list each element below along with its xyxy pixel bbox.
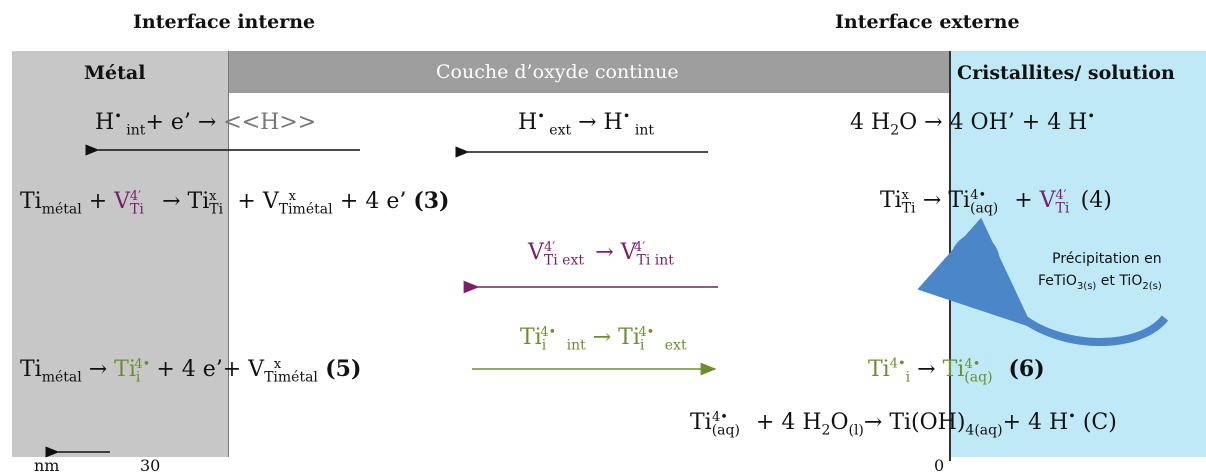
- oxide-layer-label: Couche d’oxyde continue: [436, 61, 679, 83]
- eq-water-reduction: 4 H2O → 4 OH’ + 4 H•: [850, 109, 1096, 139]
- axis-tick-30: 30: [140, 456, 161, 475]
- eq-c: Ti(aq)4•+ 4 H2O(l)→ Ti(OH)4(aq)+ 4 H• (C…: [690, 409, 1117, 439]
- eq-hydrogen-transport: H• ext → H• int: [518, 109, 654, 139]
- inner-interface-line: [228, 51, 229, 457]
- eq-5-label: (5): [325, 356, 362, 382]
- fetio3-text: FeTiO: [1038, 273, 1077, 289]
- metal-label: Métal: [84, 62, 146, 84]
- eq-c-label: (C): [1082, 410, 1117, 435]
- eq-vacancy-migration: VTi ext4′→ VTi int4′: [528, 239, 674, 269]
- precipitation-note-line1: Précipitation en: [1052, 251, 1162, 267]
- oxide-layer-header: [228, 51, 950, 93]
- solution-label: Cristallites/ solution: [957, 62, 1175, 84]
- axis-unit-label: nm: [34, 456, 60, 475]
- outer-interface-label: Interface externe: [835, 11, 1020, 33]
- metal-zone: [12, 51, 228, 457]
- eq-6: Ti4•i → Ti(aq)4•(6): [868, 356, 1045, 386]
- tio2-subscript: 2(s): [1142, 280, 1162, 292]
- inner-interface-label: Interface interne: [133, 11, 316, 33]
- eq-3-label: (3): [413, 188, 450, 214]
- eq-6-label: (6): [1008, 356, 1045, 382]
- eq-3: Timétal + VTi4′ → TiTix + VTimétalx+ 4 e…: [20, 188, 450, 218]
- precipitation-note: Précipitation en FeTiO3(s) et TiO2(s): [1038, 248, 1162, 292]
- precipitate-circle: [950, 234, 1000, 292]
- eq-5: Timétal → Tii4•+ 4 e’+ VTimétalx(5): [20, 356, 362, 386]
- axis-tick-0: 0: [934, 456, 945, 475]
- eq-4: TiTix→ Ti(aq)4•+ VTi4′(4): [880, 187, 1112, 217]
- eq-hydrogen-inner: H• int+ e’ → <<H>>: [95, 109, 317, 139]
- fetio3-subscript: 3(s): [1076, 280, 1097, 292]
- eq-4-label: (4): [1080, 188, 1112, 213]
- eq-interstitial-migration: Tii4• int → Tii4• ext: [520, 324, 687, 354]
- tio2-text: et TiO: [1096, 273, 1143, 289]
- precipitation-curved-arrow: [917, 217, 1169, 346]
